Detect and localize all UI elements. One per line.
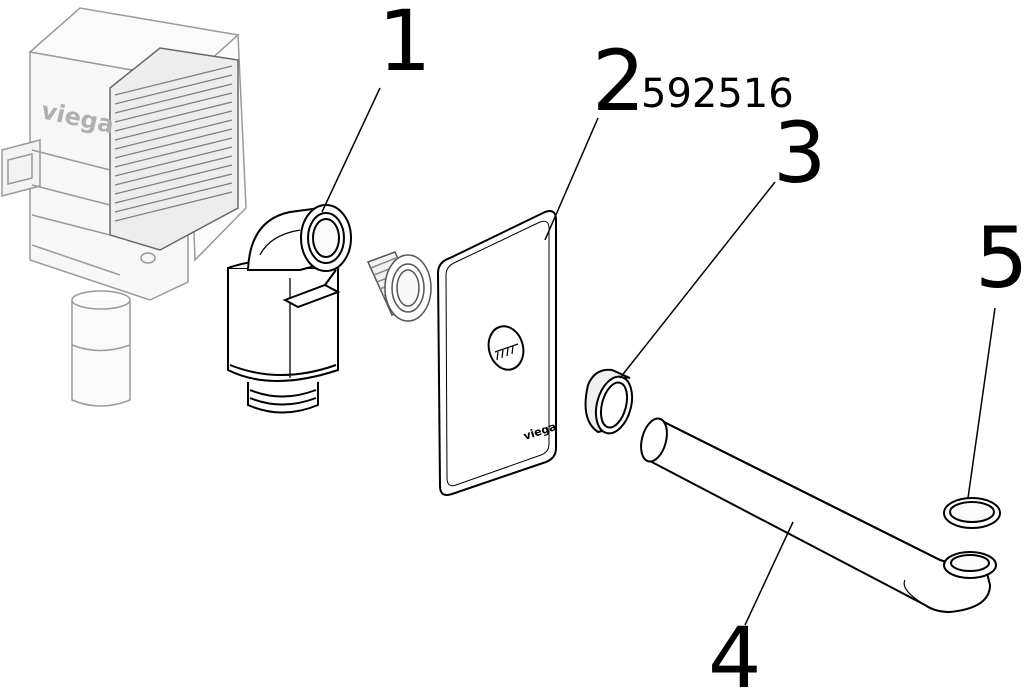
callout-2-part-number: 592516 bbox=[641, 71, 794, 117]
callout-3: 3 bbox=[773, 104, 826, 202]
part-4-drain-pipe bbox=[640, 417, 997, 614]
callout-1: 1 bbox=[378, 0, 431, 90]
leader-2 bbox=[544, 117, 599, 241]
part-5-small-seal bbox=[943, 497, 1001, 529]
leader-lines bbox=[321, 87, 996, 626]
siphon-housing bbox=[1, 7, 247, 407]
leader-1 bbox=[321, 87, 381, 213]
part-1-siphon-cartridge bbox=[227, 204, 352, 414]
part-2-cover-plate bbox=[436, 210, 557, 496]
leader-3 bbox=[619, 181, 776, 379]
part-3-seal-ring bbox=[584, 368, 634, 435]
leader-4 bbox=[744, 521, 794, 626]
callout-2: 2 bbox=[592, 32, 645, 130]
callout-5: 5 bbox=[975, 209, 1024, 307]
callout-4: 4 bbox=[708, 609, 761, 689]
threaded-adaptor bbox=[366, 251, 432, 322]
leader-5 bbox=[967, 307, 996, 499]
